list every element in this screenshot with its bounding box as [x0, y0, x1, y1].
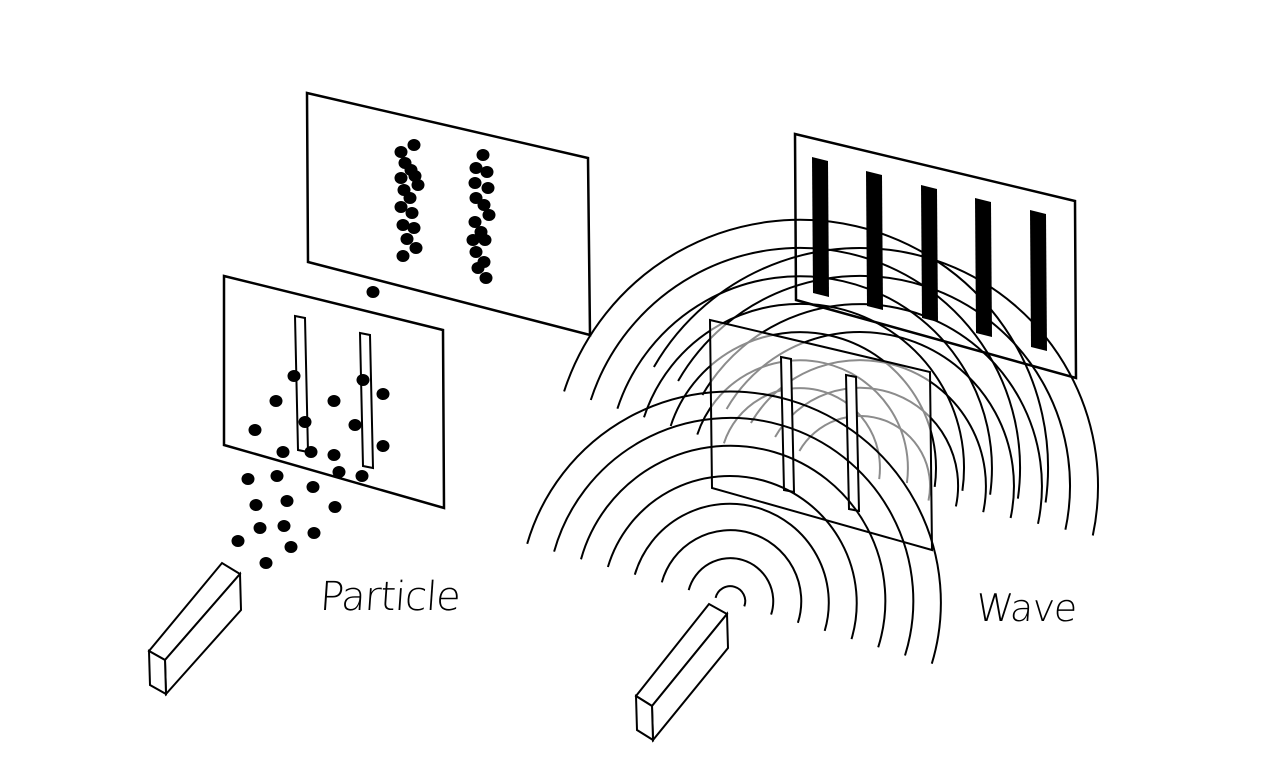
particle-dot: [307, 527, 321, 539]
wave-slit-plate: [708, 318, 934, 552]
wave-label: Wave: [974, 586, 1078, 630]
particle-stream: [231, 286, 390, 569]
particle-slit-left: [293, 314, 310, 454]
particle-dot: [241, 473, 255, 485]
particle-dot: [376, 388, 390, 400]
particle-dot: [366, 286, 380, 298]
particle-hit-dot: [477, 199, 491, 211]
particle-hit-dot: [479, 272, 493, 284]
diffracted-wavefront-arc: [616, 275, 993, 495]
particle-label: Particle: [318, 574, 462, 620]
particle-hit-dot: [403, 192, 417, 204]
particle-dot: [269, 395, 283, 407]
wave-experiment: [526, 132, 1099, 743]
particle-experiment: [147, 91, 592, 697]
particle-hit-dot: [468, 177, 482, 189]
source-wavefronts: [526, 390, 942, 664]
particle-screen-hits: [394, 139, 496, 284]
particle-hit-dot: [409, 242, 423, 254]
particle-dot: [277, 520, 291, 532]
particle-dot: [376, 440, 390, 452]
particle-dot: [276, 446, 290, 458]
particle-hit-dot: [405, 207, 419, 219]
particle-hit-dot: [407, 139, 421, 151]
particle-dot: [355, 470, 369, 482]
particle-hit-dot: [407, 222, 421, 234]
diffracted-wavefront-arc: [653, 247, 1099, 536]
particle-dot: [298, 416, 312, 428]
particle-dot: [280, 495, 294, 507]
particle-dot: [304, 446, 318, 458]
diffracted-wavefront-arc: [589, 247, 1021, 499]
particle-hit-dot: [480, 166, 494, 178]
particle-dot: [356, 374, 370, 386]
particle-hit-dot: [411, 179, 425, 191]
particle-slit-right: [358, 331, 375, 470]
particle-hit-dot: [482, 209, 496, 221]
particle-dot: [259, 557, 273, 569]
particle-hit-dot: [394, 146, 408, 158]
source-wavefront-arc: [526, 390, 942, 664]
diffracted-wavefront-arc: [643, 302, 966, 491]
particle-dot: [287, 370, 301, 382]
diffracted-wavefront-arc: [563, 218, 1050, 503]
particle-dot: [248, 424, 262, 436]
particle-dot: [328, 501, 342, 513]
particle-hit-dot: [481, 182, 495, 194]
particle-dot: [253, 522, 267, 534]
particle-dot: [249, 499, 263, 511]
source-wavefront-arc: [606, 475, 858, 640]
particle-dot: [332, 466, 346, 478]
particle-hit-dot: [394, 201, 408, 213]
particle-dot: [327, 395, 341, 407]
wave-slit-left: [779, 355, 796, 494]
particle-dot: [231, 535, 245, 547]
particle-hit-dot: [394, 172, 408, 184]
particle-dot: [348, 419, 362, 431]
particle-hit-dot: [408, 170, 422, 182]
particle-detector-screen: [305, 91, 592, 337]
wave-slit-right: [844, 373, 861, 513]
particle-hit-dot: [466, 234, 480, 246]
particle-dot: [270, 470, 284, 482]
particle-dot: [327, 449, 341, 461]
wave-emitter: [634, 602, 730, 743]
particle-dot: [306, 481, 320, 493]
particle-hit-dot: [396, 250, 410, 262]
particle-hit-dot: [476, 149, 490, 161]
source-wavefront-arc: [633, 502, 830, 632]
particle-hit-dot: [478, 234, 492, 246]
source-wavefront-arc: [687, 557, 775, 615]
particle-slit-plate: [222, 274, 446, 510]
particle-hit-dot: [469, 246, 483, 258]
particle-dot: [284, 541, 298, 553]
diffracted-wavefront-arc: [677, 274, 1071, 530]
source-wavefront-arc: [580, 444, 887, 648]
particle-hit-dot: [468, 216, 482, 228]
particle-hit-dot: [469, 162, 483, 174]
particle-hit-dot: [400, 233, 414, 245]
source-wavefront-arc: [553, 416, 915, 656]
source-wavefront-arc: [714, 585, 747, 607]
source-wavefront-arc: [660, 529, 803, 624]
particle-hit-dot: [471, 262, 485, 274]
particle-emitter: [147, 561, 243, 697]
particle-hit-dot: [396, 219, 410, 231]
